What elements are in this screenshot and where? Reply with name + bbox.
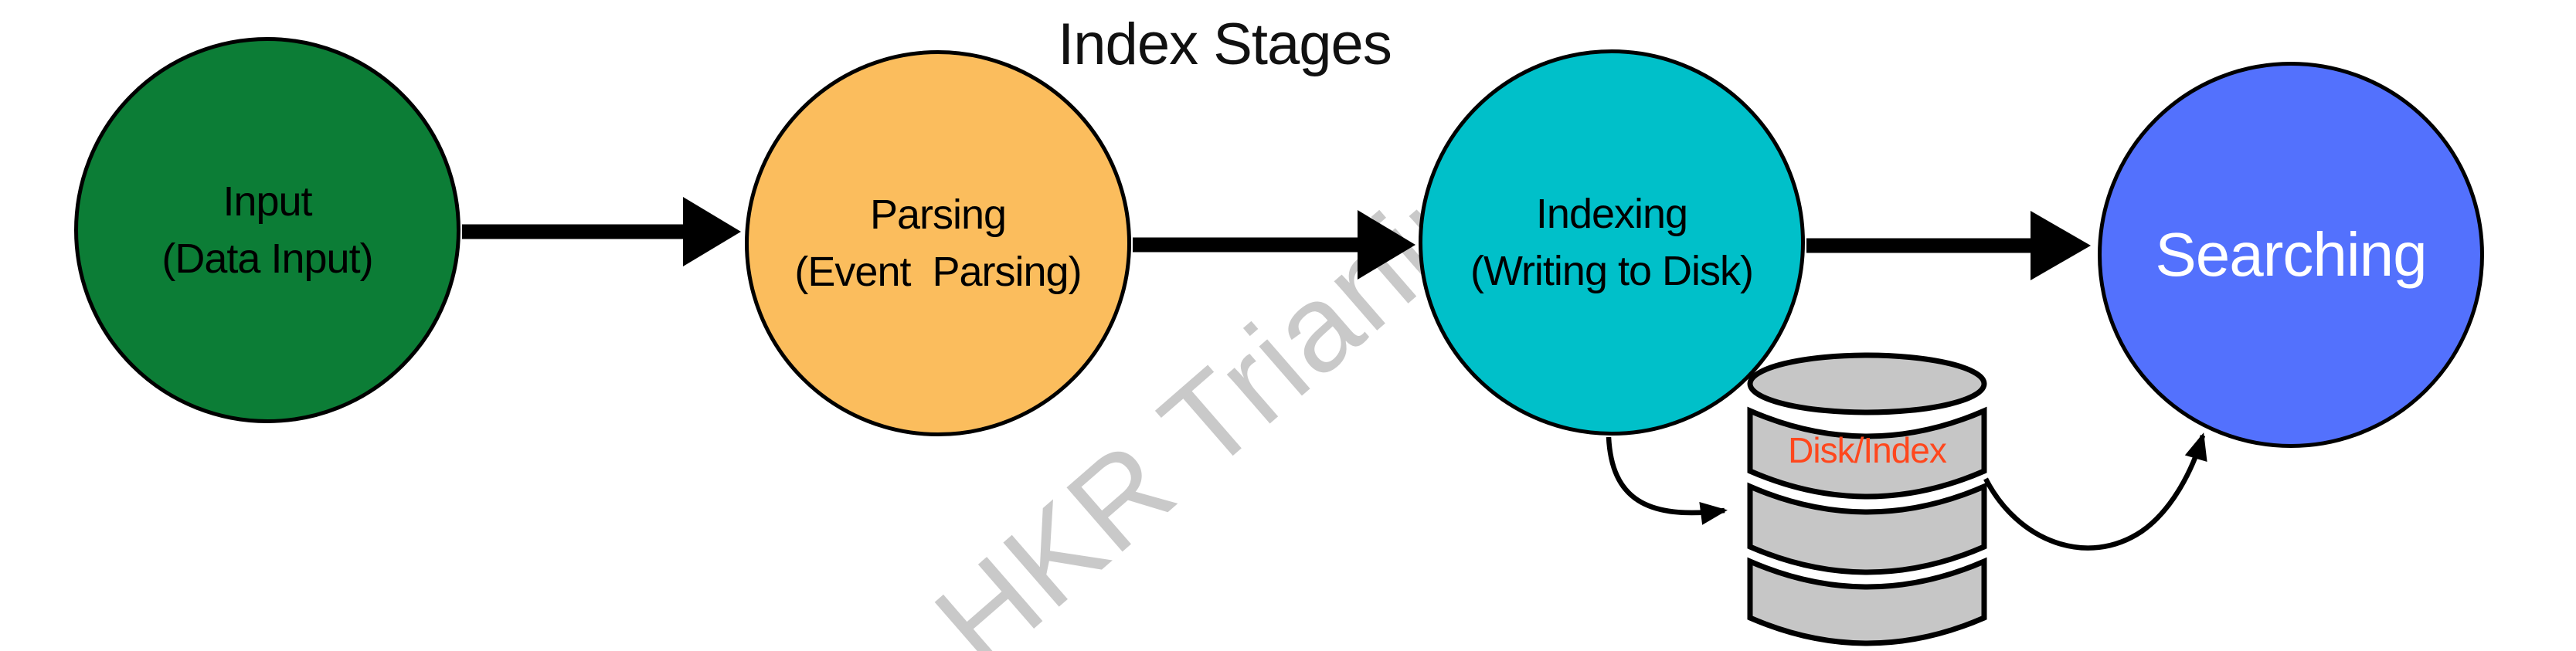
disk-segment-top	[1747, 406, 1987, 500]
disk-top-ellipse	[1747, 352, 1987, 415]
disk-cylinder-icon	[1747, 352, 1987, 646]
stage-detail: (Writing to Disk)	[1470, 248, 1754, 294]
arrow-disk-to-searching	[1983, 432, 2207, 551]
disk-segment-middle	[1747, 482, 1987, 575]
stage-circle-indexing: Indexing (Writing to Disk)	[1419, 49, 1805, 436]
stage-circle-searching: Searching	[2098, 62, 2484, 448]
stage-label-indexing: Indexing (Writing to Disk)	[1470, 190, 1754, 295]
stage-name: Parsing	[869, 191, 1007, 238]
stage-detail: (Event Parsing)	[794, 249, 1082, 295]
arrow-indexing-to-disk	[1606, 436, 1728, 525]
stage-circle-input: Input (Data Input)	[74, 37, 460, 423]
stage-detail: (Data Input)	[161, 236, 373, 282]
arrow-indexing-to-searching	[1806, 211, 2091, 280]
stage-circle-parsing: Parsing (Event Parsing)	[745, 50, 1131, 436]
arrow-parsing-to-indexing	[1133, 210, 1415, 280]
arrow-input-to-parsing	[462, 197, 741, 266]
stage-name: Indexing	[1535, 190, 1688, 237]
disk-segment-bottom	[1747, 557, 1987, 646]
page-title: Index Stages	[1058, 12, 1392, 77]
stage-name: Searching	[2155, 220, 2427, 289]
disk-index-label: Disk/Index	[1788, 430, 1947, 470]
stage-label-searching: Searching	[2155, 219, 2427, 290]
stage-label-parsing: Parsing (Event Parsing)	[794, 191, 1082, 296]
stage-name: Input	[223, 178, 312, 225]
stage-label-input: Input (Data Input)	[161, 178, 373, 283]
